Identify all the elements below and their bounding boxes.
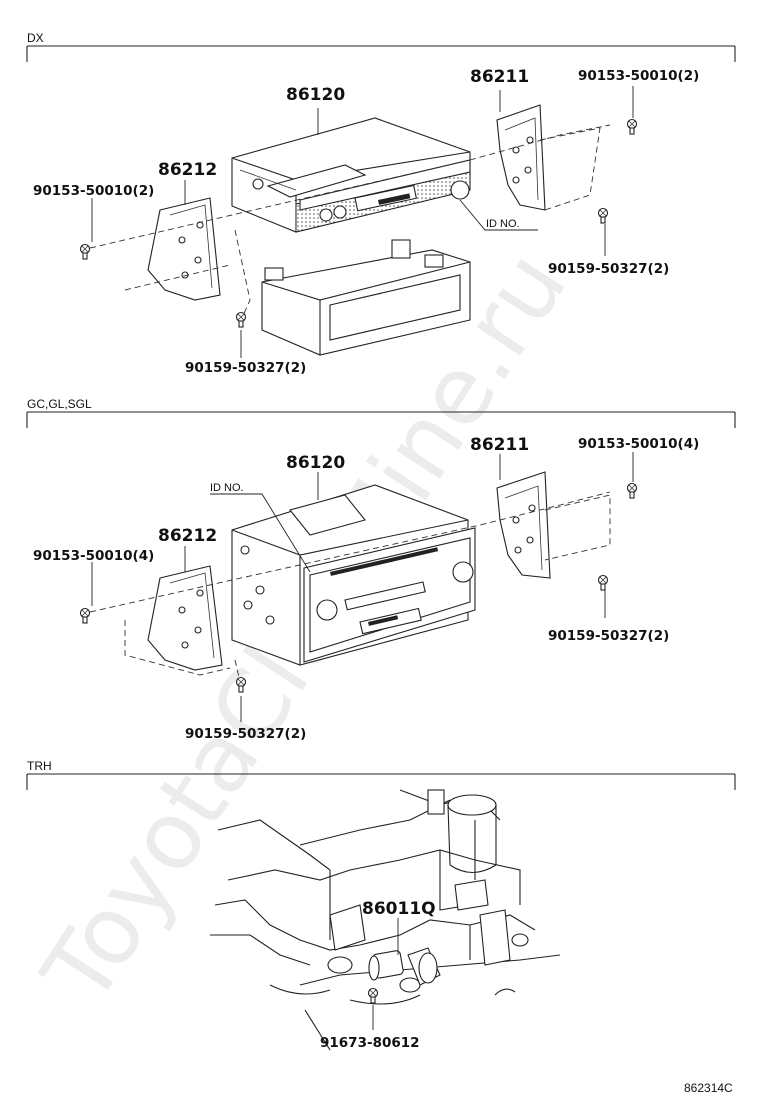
mounting-frame-dx <box>261 239 471 356</box>
screw-icon <box>79 607 91 624</box>
part-number-86120: 86120 <box>286 453 345 473</box>
part-number-screw: 90153-50010(2) <box>578 68 699 84</box>
section-label-gc: GC,GL,SGL <box>27 397 92 411</box>
part-number-screw: 90153-50010(4) <box>33 548 154 564</box>
section-label-trh: TRH <box>27 759 52 773</box>
part-number-86120: 86120 <box>286 85 345 105</box>
bolt-icon <box>235 311 247 328</box>
part-number-screw: 90153-50010(2) <box>33 183 154 199</box>
screw-icon <box>626 118 638 135</box>
part-number-86212: 86212 <box>158 160 217 180</box>
part-number-bolt: 90159-50327(2) <box>548 261 669 277</box>
bolt-icon <box>367 987 379 1004</box>
radio-unit-gc <box>231 484 476 666</box>
part-number-bolt: 90159-50327(2) <box>548 628 669 644</box>
id-number-label: ID NO. <box>210 482 244 494</box>
vehicle-body-sketch <box>210 789 561 1051</box>
part-number-86211: 86211 <box>470 67 529 87</box>
bolt-icon <box>597 207 609 224</box>
bracket-86212-dx <box>147 197 221 301</box>
bracket-86211-gc <box>496 471 551 579</box>
bolt-icon <box>597 574 609 591</box>
part-number-86212: 86212 <box>158 526 217 546</box>
part-number-bolt: 91673-80612 <box>320 1035 420 1051</box>
radio-unit-dx <box>231 117 471 233</box>
section-gc: GC,GL,SGL <box>26 397 736 742</box>
section-trh: TRH <box>26 759 736 1051</box>
section-dx: DX <box>26 31 736 376</box>
section-label-dx: DX <box>27 31 44 45</box>
id-number-label: ID NO. <box>486 218 520 230</box>
screw-icon <box>79 243 91 260</box>
bracket-86212-gc <box>147 565 223 671</box>
part-86011q <box>368 947 441 986</box>
bracket-86211-dx <box>496 104 546 211</box>
part-number-86211: 86211 <box>470 435 529 455</box>
part-number-86011q: 86011Q <box>362 899 436 919</box>
screw-icon <box>626 482 638 499</box>
diagram-code: 862314C <box>684 1081 733 1095</box>
part-number-bolt: 90159-50327(2) <box>185 726 306 742</box>
part-number-bolt: 90159-50327(2) <box>185 360 306 376</box>
part-number-screw: 90153-50010(4) <box>578 436 699 452</box>
